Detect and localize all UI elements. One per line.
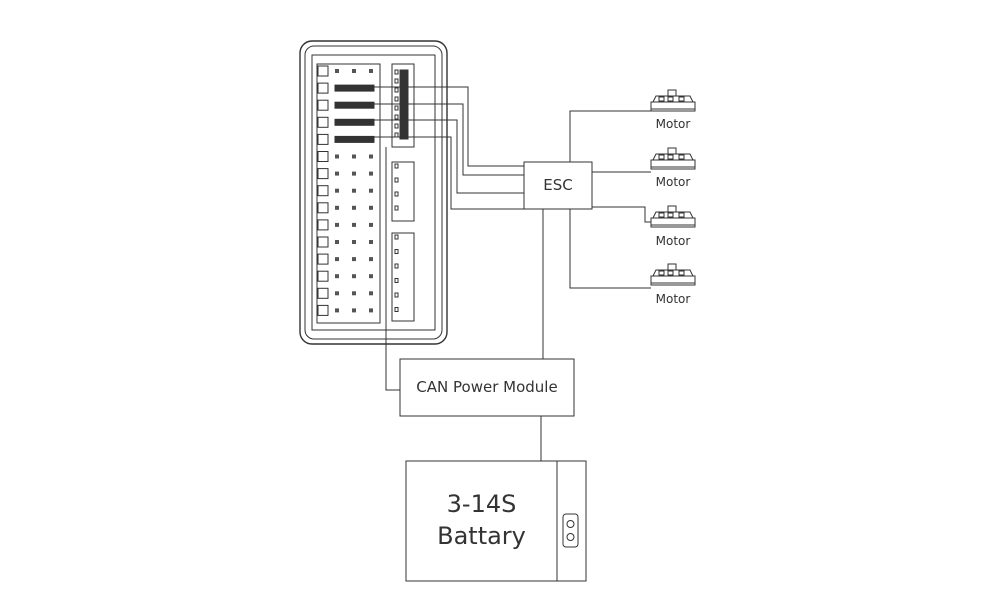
connector-pin <box>394 263 399 269</box>
connector-pin <box>394 105 399 111</box>
pin-square <box>317 253 329 265</box>
pin-dot <box>369 69 373 73</box>
pin-square <box>317 270 329 282</box>
pin-dot <box>352 291 356 296</box>
pin-dot <box>369 257 373 262</box>
pin-dot <box>335 69 339 73</box>
pin-dot <box>369 205 373 210</box>
pin-dot <box>369 240 373 244</box>
connector-pin <box>394 191 399 197</box>
pin-dot <box>335 205 339 210</box>
pin-square <box>317 219 329 231</box>
pin-dot <box>352 188 356 193</box>
motor-icon <box>650 89 696 112</box>
pin-dot <box>369 188 373 193</box>
connector-pin <box>394 114 399 120</box>
connector-pin <box>394 205 399 211</box>
signal-wires <box>374 86 651 461</box>
pin-dot <box>369 291 373 296</box>
pin-dot <box>335 308 339 313</box>
pin-square <box>317 185 329 197</box>
motor-icon <box>650 263 696 286</box>
pin-square <box>317 99 329 111</box>
motor-label: Motor <box>655 117 691 131</box>
connector-pin <box>394 249 399 254</box>
servo-plug <box>334 84 375 92</box>
pin-dot <box>369 222 373 227</box>
pin-dot <box>352 274 356 279</box>
connector-pin <box>394 163 399 169</box>
connector-pin <box>394 278 399 283</box>
pin-square <box>317 151 329 162</box>
pin-square <box>317 202 329 214</box>
pin-dot <box>352 240 356 244</box>
pin-dot <box>335 240 339 244</box>
connector-pin <box>394 69 399 75</box>
pin-dot <box>352 205 356 210</box>
pin-dot <box>369 171 373 176</box>
servo-plug <box>334 118 375 126</box>
connector-pin <box>394 87 399 93</box>
can-power-module-box <box>399 358 575 417</box>
pin-square <box>317 168 329 180</box>
pin-dot <box>335 274 339 279</box>
motor-icon <box>650 147 696 170</box>
motor-label: Motor <box>655 234 691 248</box>
pin-dot <box>335 171 339 176</box>
pin-dot <box>352 257 356 262</box>
motor-label: Motor <box>655 175 691 189</box>
flight-controller <box>299 40 448 345</box>
connector-pin <box>394 292 399 298</box>
pin-dot <box>352 154 356 159</box>
pin-square <box>317 133 329 145</box>
motor-icon <box>650 205 696 228</box>
motor-label: Motor <box>655 292 691 306</box>
connector-pin <box>394 123 399 129</box>
connector-pin <box>394 234 399 240</box>
connector-pin <box>394 78 399 84</box>
pin-square <box>317 82 329 94</box>
pin-dot <box>352 308 356 313</box>
connector-pin <box>394 132 399 138</box>
pin-dot <box>369 308 373 313</box>
pin-square <box>317 304 329 316</box>
esc-label: ESC <box>543 176 573 194</box>
battery <box>405 460 587 582</box>
esc-box <box>523 161 593 210</box>
pin-dot <box>352 171 356 176</box>
servo-plug <box>334 135 375 143</box>
connector-pin <box>394 307 399 312</box>
pin-dot <box>335 154 339 159</box>
pin-square <box>317 287 329 299</box>
can-power-module-label: CAN Power Module <box>416 378 558 396</box>
battery-label-line1: 3-14S <box>446 490 517 518</box>
pin-square <box>317 65 329 77</box>
pin-dot <box>335 188 339 193</box>
pin-dot <box>352 222 356 227</box>
pin-square <box>317 116 329 128</box>
pin-dot <box>335 222 339 227</box>
servo-plug <box>334 101 375 109</box>
pin-dot <box>369 274 373 279</box>
pin-dot <box>352 69 356 73</box>
connector-pin <box>394 177 399 183</box>
pin-dot <box>335 291 339 296</box>
pin-dot <box>369 154 373 159</box>
pin-square <box>317 236 329 248</box>
battery-label-line2: Battary <box>437 522 526 550</box>
pin-dot <box>335 257 339 262</box>
connector-pin <box>394 96 399 102</box>
